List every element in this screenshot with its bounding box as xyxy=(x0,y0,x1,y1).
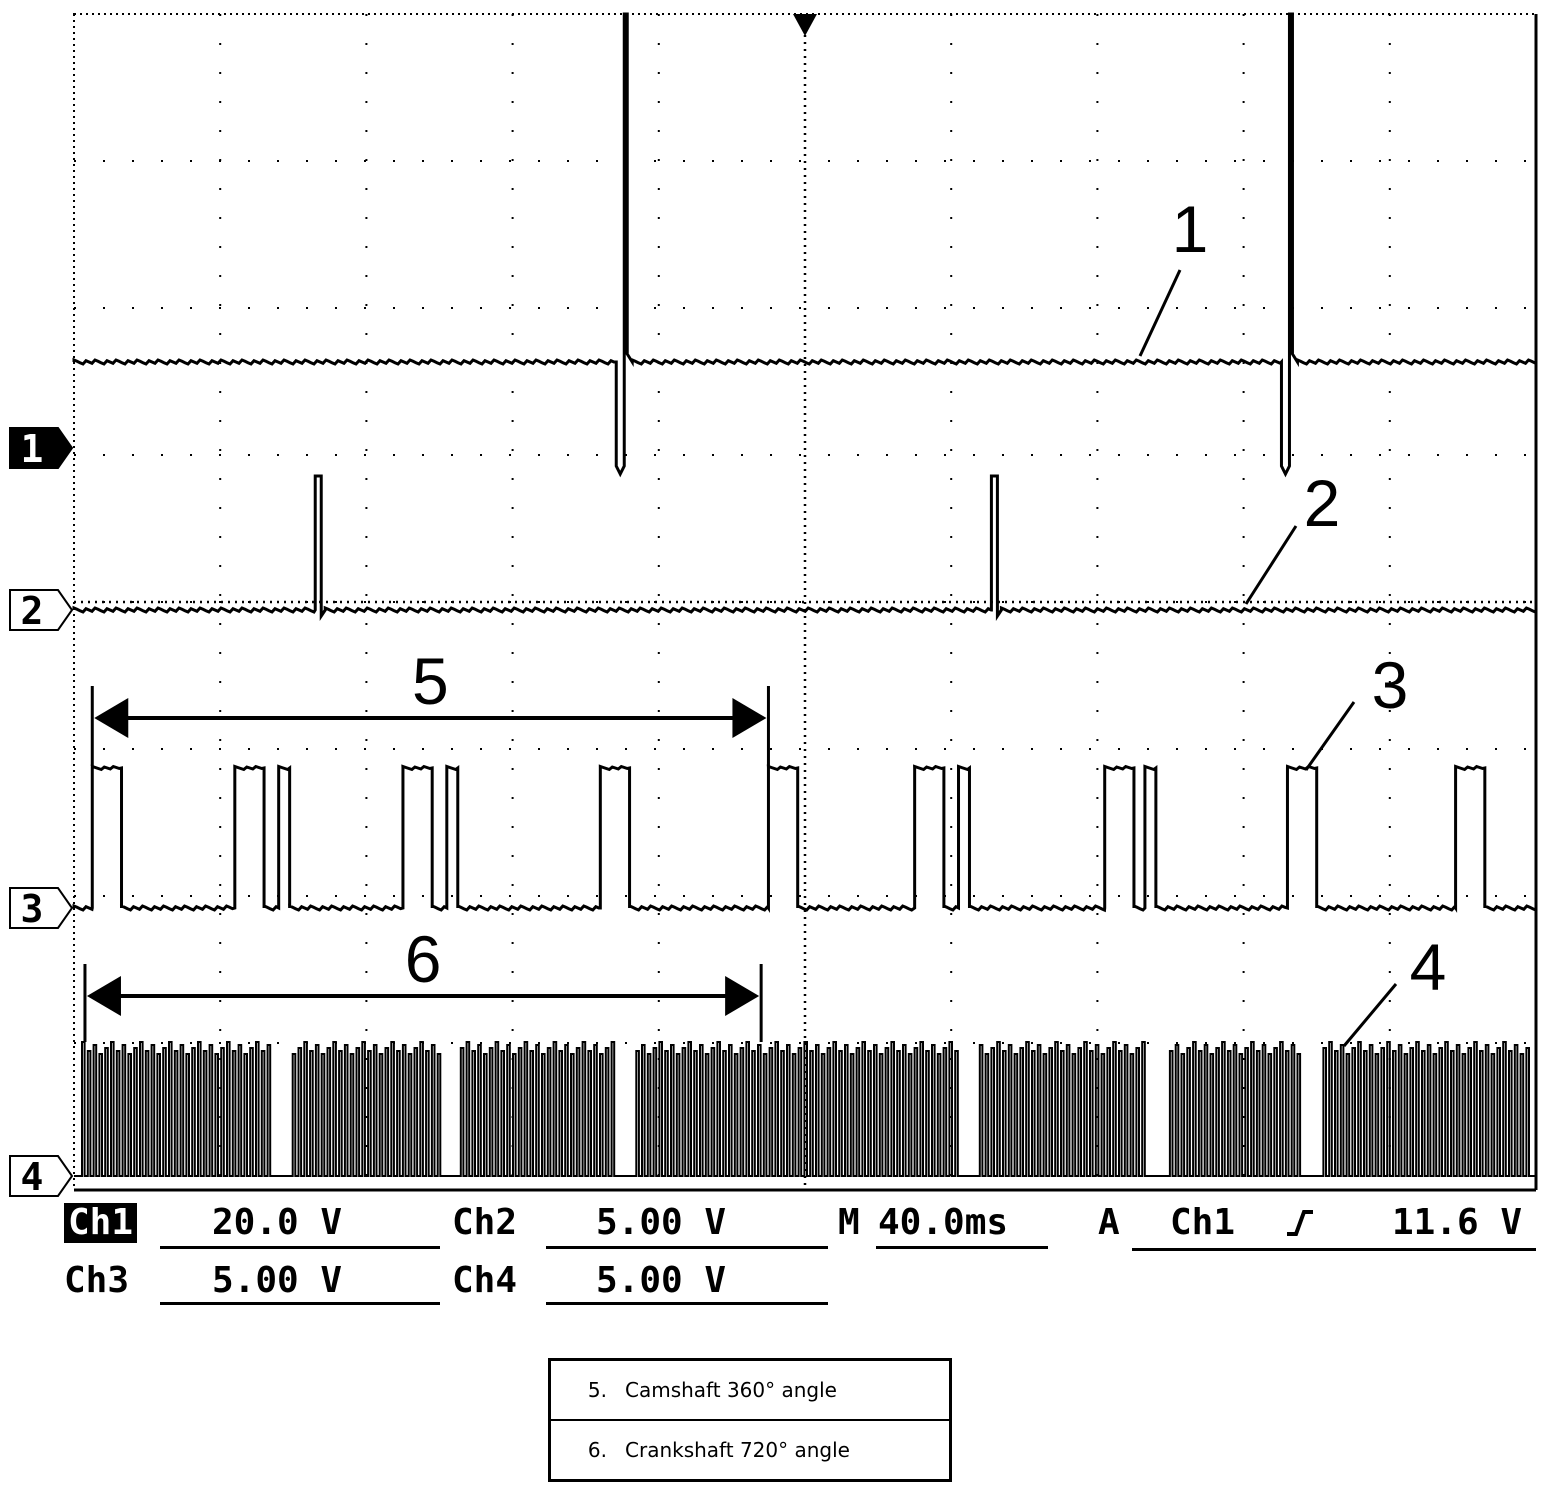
ch4-trace xyxy=(74,1041,1536,1177)
annotations: 56 xyxy=(83,644,770,1042)
trigger-position-marker xyxy=(793,14,817,36)
annotation-6-arrowhead-left xyxy=(86,976,121,1016)
channel-marker-4 xyxy=(9,1155,74,1197)
ch4-scale: 5.00 V xyxy=(596,1260,727,1301)
legend-text: Crankshaft 720° angle xyxy=(625,1438,850,1462)
annotation-5-label: 5 xyxy=(412,644,449,718)
channel-marker-2 xyxy=(9,589,74,631)
ch1-label: Ch1 xyxy=(64,1203,138,1243)
timebase-label: M xyxy=(838,1202,860,1243)
trigger-channel: Ch1 xyxy=(1170,1202,1236,1243)
channel-marker-label: 2 xyxy=(21,589,44,633)
legend-text: Camshaft 360° angle xyxy=(625,1378,837,1402)
ch3-trace xyxy=(72,764,1538,914)
scope-grid xyxy=(73,13,1538,1192)
scope-traces xyxy=(72,12,1538,1177)
legend-row: 5. Camshaft 360° angle xyxy=(551,1361,949,1419)
channel-marker-label: 1 xyxy=(21,427,44,471)
ch4-label: Ch4 xyxy=(452,1260,518,1301)
annotation-5-arrowhead-right xyxy=(732,698,767,738)
ch2-underline xyxy=(546,1246,828,1249)
ch3-scale: 5.00 V xyxy=(212,1260,343,1301)
legend-number: 5. xyxy=(587,1378,607,1402)
trigger-level: 11.6 V xyxy=(1392,1202,1523,1243)
ch2-label: Ch2 xyxy=(452,1202,518,1243)
callouts: 1 2 3 4 xyxy=(1138,192,1447,1047)
callout-leader xyxy=(1304,701,1356,771)
ch2-trace xyxy=(72,474,1538,621)
channel-marker-1 xyxy=(9,427,74,469)
ch3-label: Ch3 xyxy=(64,1260,130,1301)
ch1-scale: 20.0 V xyxy=(212,1202,343,1243)
annotation-6-arrowhead-right xyxy=(725,976,760,1016)
callout-4: 4 xyxy=(1410,930,1447,1004)
channel-marker-label: 4 xyxy=(21,1155,44,1199)
channel-marker-3 xyxy=(9,887,74,929)
legend-table: 5. Camshaft 360° angle 6. Crankshaft 720… xyxy=(548,1358,952,1482)
timebase-value: 40.0ms xyxy=(878,1202,1009,1243)
callout-leader xyxy=(1138,269,1182,357)
ch1-underline xyxy=(160,1246,440,1249)
callout-1: 1 xyxy=(1172,192,1209,266)
legend-number: 6. xyxy=(587,1438,607,1462)
ch2-scale: 5.00 V xyxy=(596,1202,727,1243)
channel-markers: 1 2 3 4 xyxy=(9,427,74,1199)
ch4-underline xyxy=(546,1302,828,1305)
timebase-underline xyxy=(876,1246,1048,1249)
callout-leader xyxy=(1244,525,1298,605)
annotation-6-label: 6 xyxy=(405,922,442,996)
callout-3: 3 xyxy=(1372,648,1409,722)
annotation-5-arrowhead-left xyxy=(94,698,129,738)
legend-row: 6. Crankshaft 720° angle xyxy=(551,1419,949,1479)
callout-2: 2 xyxy=(1304,466,1341,540)
trigger-label: A xyxy=(1098,1202,1120,1243)
trigger-underline xyxy=(1132,1248,1536,1251)
ch1-trace xyxy=(72,12,1537,478)
channel-marker-label: 3 xyxy=(21,887,44,931)
rising-edge-icon xyxy=(1287,1210,1313,1236)
ch3-underline xyxy=(160,1302,440,1305)
callout-leader xyxy=(1342,983,1398,1047)
